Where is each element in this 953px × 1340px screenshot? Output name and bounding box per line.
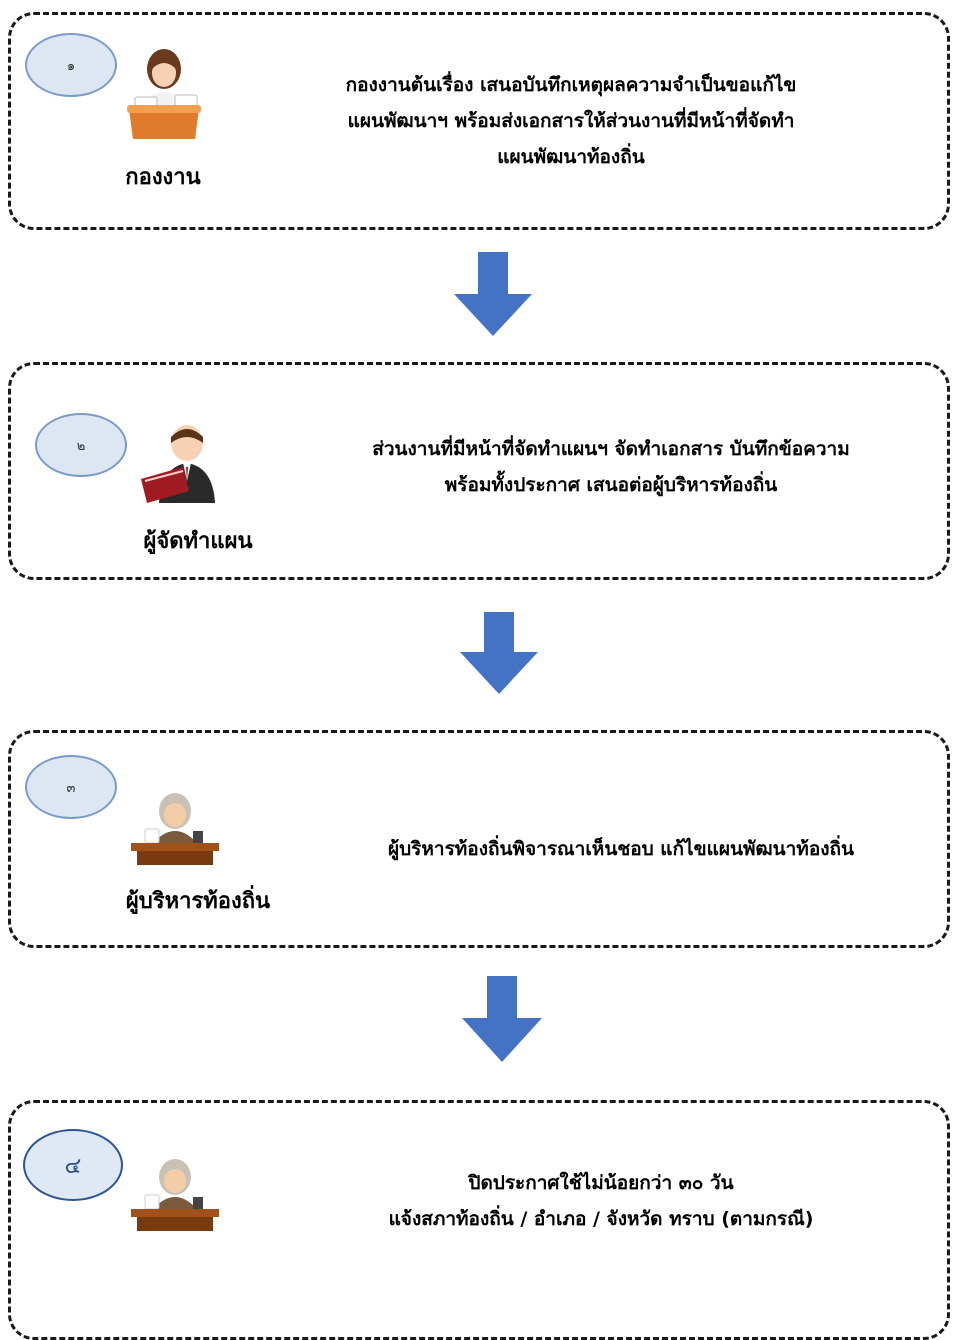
step-3-number-badge: ๓ (25, 755, 117, 819)
step-2-line-1: ส่วนงานที่มีหน้าที่จัดทำแผนฯ จัดทำเอกสาร… (372, 438, 850, 460)
step-1-box: ๑ กองงาน กองงานต้นเรื่อง เสนอบันทึกเหตุผ… (8, 12, 950, 230)
step-1-role-label: กองงาน (125, 165, 201, 190)
step-4-description: ปิดประกาศใช้ไม่น้อยกว่า ๓๐ วัน แจ้งสภาท้… (291, 1165, 911, 1237)
man-with-book-icon (141, 425, 215, 503)
woman-at-desk-icon (127, 49, 201, 139)
step-1-line-2: แผนพัฒนาฯ พร้อมส่งเอกสารให้ส่วนงานที่มีห… (347, 110, 795, 132)
step-2-description: ส่วนงานที่มีหน้าที่จัดทำแผนฯ จัดทำเอกสาร… (291, 431, 931, 503)
step-2-role-label: ผู้จัดทำแผน (143, 529, 253, 554)
down-arrow-icon (460, 612, 538, 694)
step-3-line-1: ผู้บริหารท้องถิ่นพิจารณาเห็นชอบ แก้ไขแผน… (387, 838, 855, 860)
down-arrow-icon (454, 252, 532, 336)
step-4-number-badge: ๔ (23, 1129, 123, 1201)
executive-at-desk-icon (131, 793, 219, 865)
step-2-box: ๒ ผู้จัดทำแผน ส่วนงานที่มีหน้าที่จัดทำแผ… (8, 362, 950, 580)
step-1-line-1: กองงานต้นเรื่อง เสนอบันทึกเหตุผลความจำเป… (345, 74, 797, 96)
step-1-number: ๑ (66, 58, 76, 74)
step-4-box: ๔ ปิดประกาศใช้ไม่น้อยกว่า ๓๐ วัน แจ้งสภา… (8, 1100, 950, 1340)
down-arrow-icon (462, 976, 542, 1062)
step-4-line-2: แจ้งสภาท้องถิ่น / อำเภอ / จังหวัด ทราบ (… (388, 1208, 814, 1230)
step-1-number-badge: ๑ (25, 33, 117, 97)
step-1-line-3: แผนพัฒนาท้องถิ่น (497, 146, 645, 168)
step-3-description: ผู้บริหารท้องถิ่นพิจารณาเห็นชอบ แก้ไขแผน… (311, 831, 931, 867)
step-3-role-label: ผู้บริหารท้องถิ่น (125, 889, 271, 914)
step-3-number: ๓ (66, 780, 76, 796)
step-2-number-badge: ๒ (35, 413, 127, 477)
step-2-number: ๒ (76, 438, 86, 454)
step-4-number: ๔ (64, 1153, 82, 1179)
executive-at-desk-icon (131, 1159, 219, 1231)
step-4-line-1: ปิดประกาศใช้ไม่น้อยกว่า ๓๐ วัน (468, 1172, 734, 1194)
step-3-box: ๓ ผู้บริหารท้องถิ่น ผู้บริหารท้องถิ่นพิจ… (8, 730, 950, 948)
step-2-line-2: พร้อมทั้งประกาศ เสนอต่อผู้บริหารท้องถิ่น (444, 474, 778, 496)
step-1-description: กองงานต้นเรื่อง เสนอบันทึกเหตุผลความจำเป… (251, 67, 891, 175)
